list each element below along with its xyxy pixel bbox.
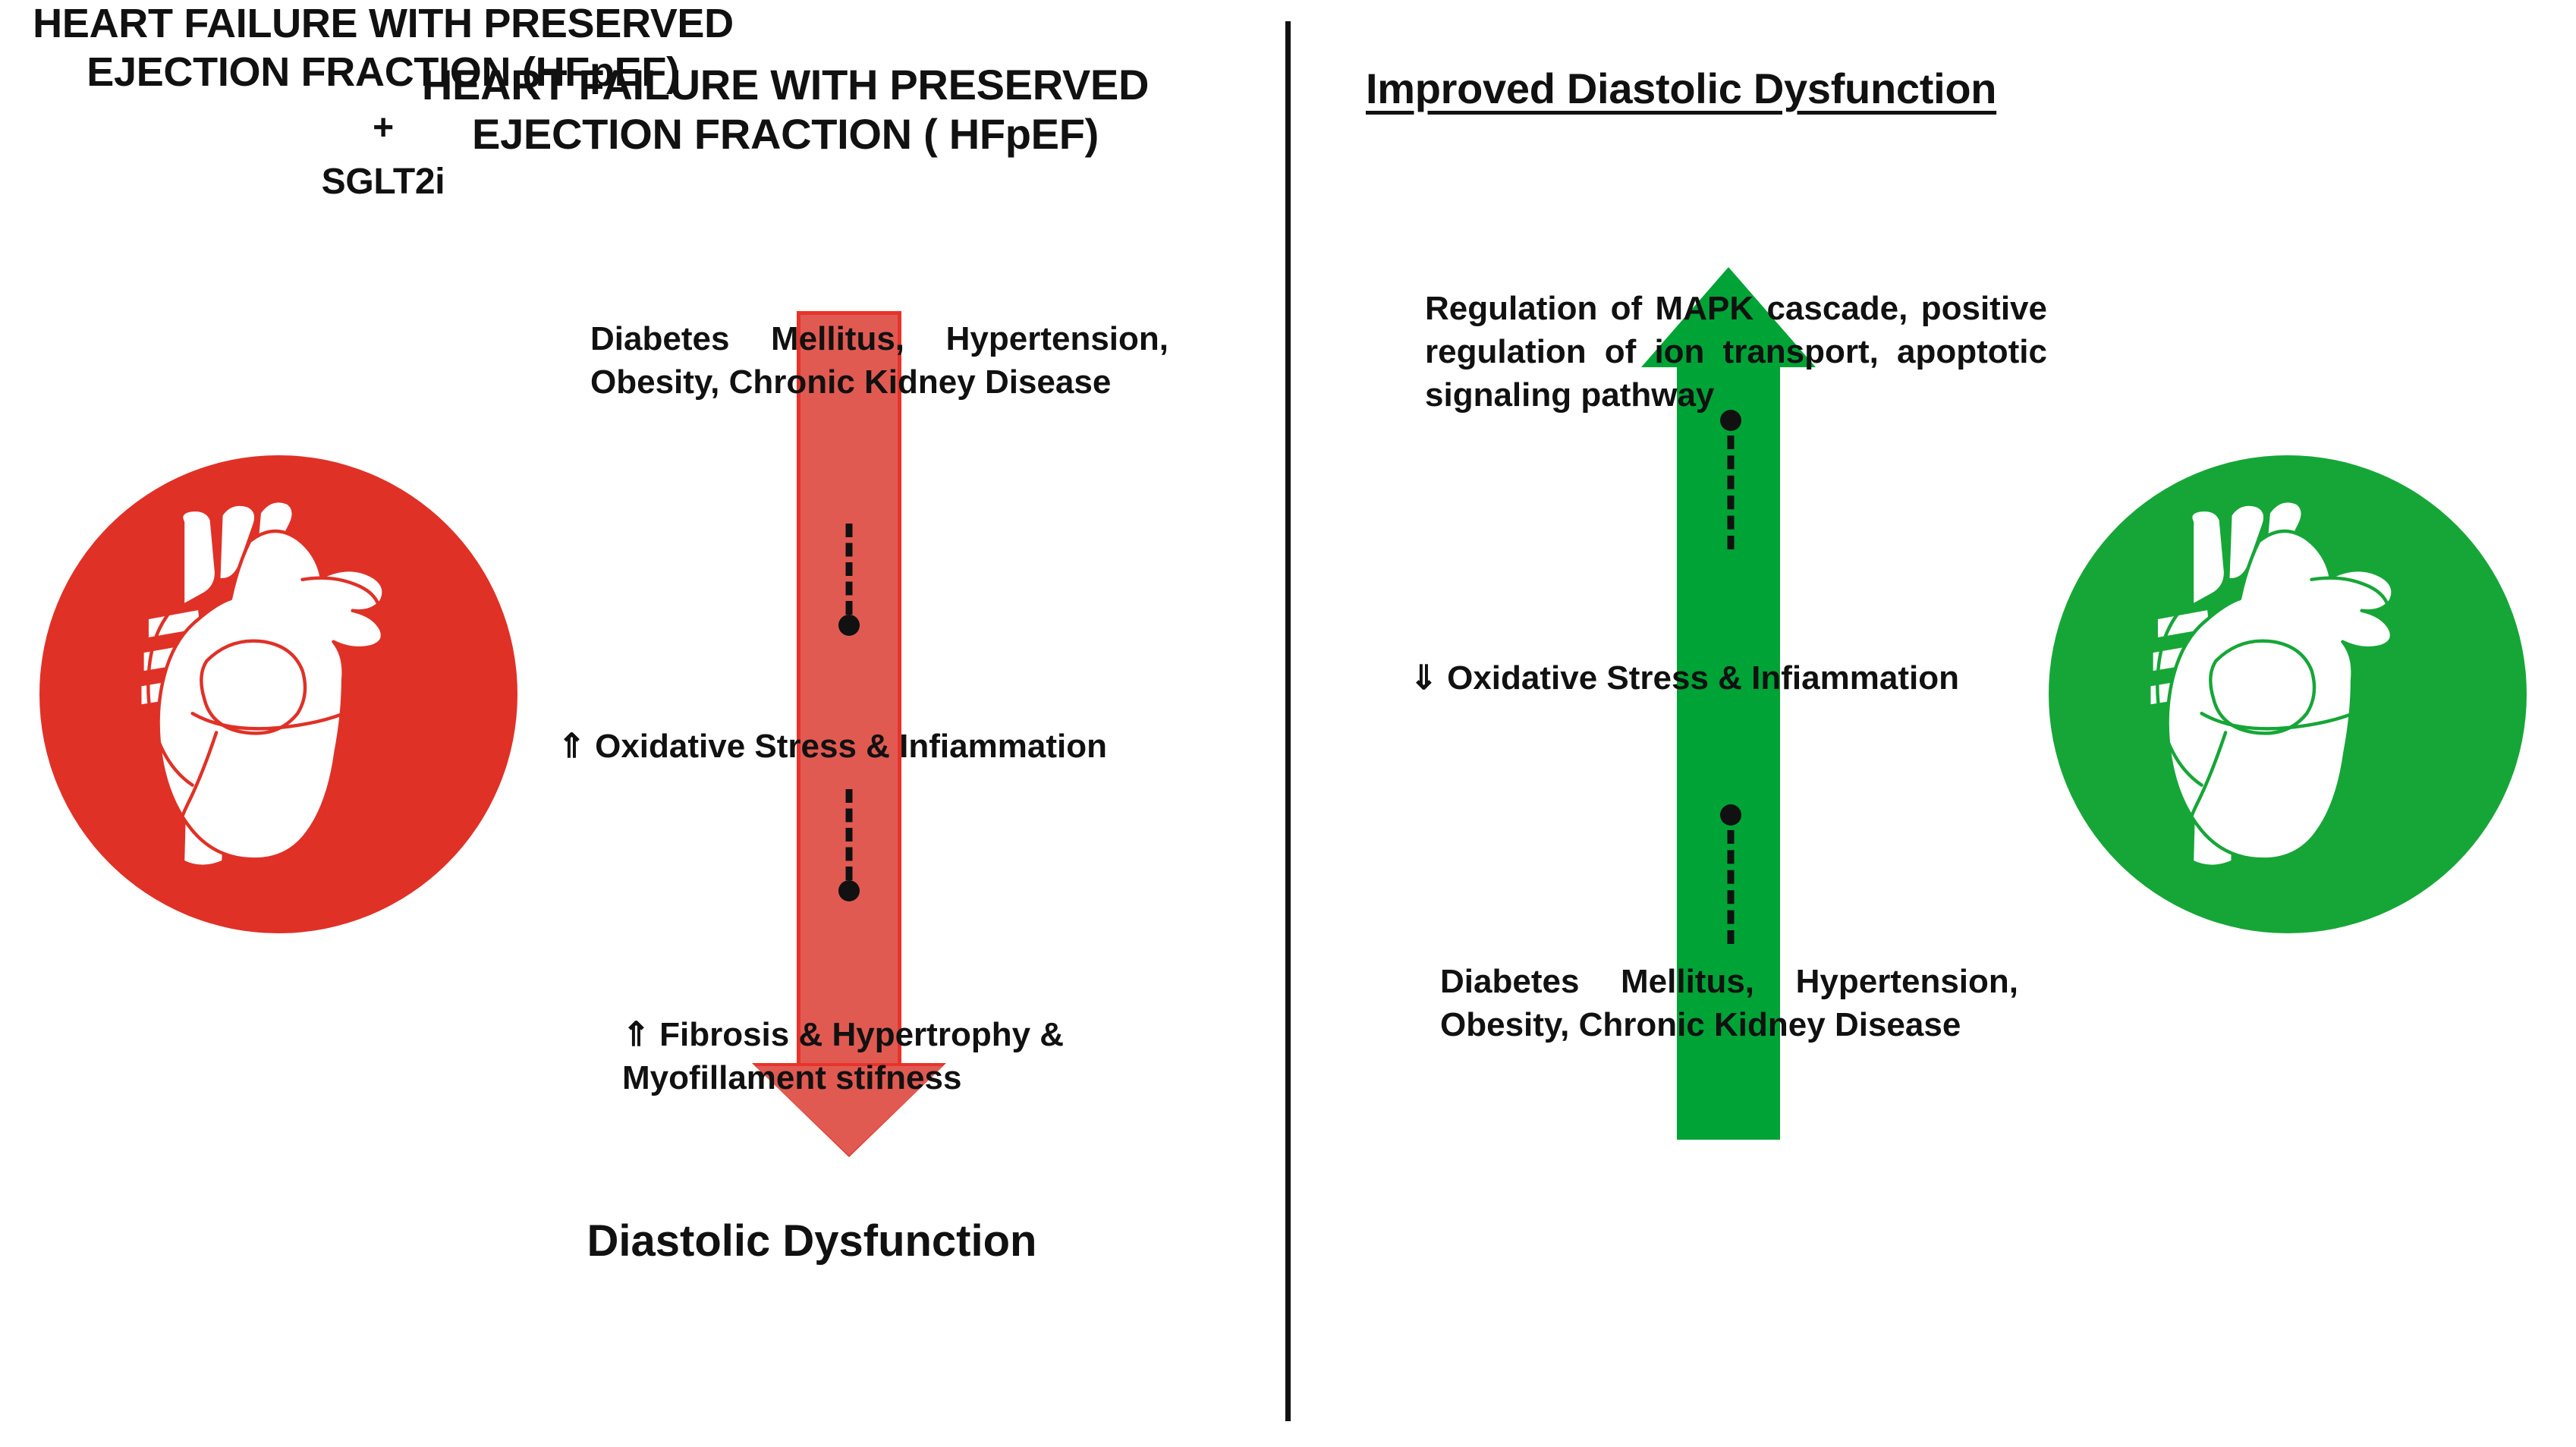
red-downward-arrow-shaft: [797, 311, 901, 1070]
anatomical-heart-icon-red: [39, 455, 517, 933]
node-dot: [838, 880, 860, 901]
right-condition-block: HEART FAILURE WITH PRESERVED EJECTION FR…: [0, 0, 766, 204]
plus-symbol: +: [373, 108, 394, 149]
dashed-line: [845, 789, 853, 880]
heart-svg-red: [138, 499, 385, 869]
treatment-label: SGLT2i: [321, 162, 445, 203]
green-arrow-head: [1641, 267, 1816, 367]
right-condition-label: HEART FAILURE WITH PRESERVED EJECTION FR…: [33, 1, 734, 95]
node-dot: [1720, 804, 1741, 826]
left-oxidative-stress-text: ⇑ Oxidative Stress & Infiammation: [558, 728, 1107, 765]
heart-svg-green: [2147, 499, 2395, 869]
dashed-pin-connector-left-1: [838, 524, 860, 645]
panel-divider: [1285, 21, 1291, 1421]
left-panel-title: HEART FAILURE WITH PRESERVED EJECTION FR…: [421, 61, 1150, 158]
left-fibrosis-hypertrophy-text: ⇑ Fibrosis & Hypertrophy & Myofillament …: [622, 1016, 1065, 1097]
dashed-line: [845, 524, 853, 615]
red-arrow-head: [755, 1066, 943, 1156]
dashed-line: [1727, 436, 1735, 549]
left-risk-factors-text: Diabetes Mellitus, Hypertension, Obesity…: [590, 320, 1168, 401]
left-outcome-label: Diastolic Dysfunction: [587, 1216, 1037, 1266]
dashed-pin-connector-left-2: [838, 789, 860, 911]
right-risk-factors-text: Diabetes Mellitus, Hypertension, Obesity…: [1440, 963, 2018, 1044]
dashed-pin-connector-right-2: [1720, 804, 1741, 956]
node-dot: [1720, 410, 1741, 431]
node-dot: [838, 615, 860, 636]
dashed-pin-connector-right-1: [1720, 410, 1741, 561]
anatomical-heart-icon-green: [2049, 455, 2527, 933]
dashed-line: [1727, 830, 1735, 944]
right-pathways-text: Regulation of MAPK cascade, positive reg…: [1425, 290, 2047, 414]
right-panel-title: Improved Diastolic Dysfunction: [1366, 64, 1997, 112]
right-oxidative-stress-text: ⇓ Oxidative Stress & Infiammation: [1410, 659, 1959, 697]
